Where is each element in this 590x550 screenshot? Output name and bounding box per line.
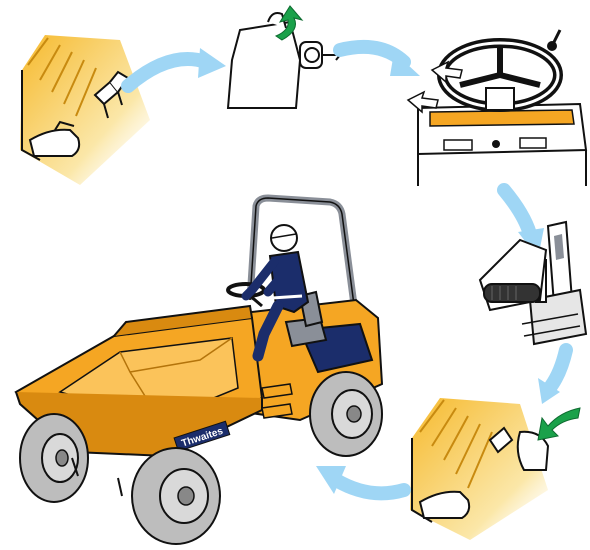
hand-rotating-key-icon — [226, 12, 342, 109]
steering-wheel-icon — [417, 29, 588, 186]
turn-left-arrow-icon — [430, 60, 463, 84]
step-ignition-key — [226, 5, 342, 109]
turn-right-arrow-icon — [406, 90, 439, 114]
press-green-arrow-icon — [537, 407, 581, 441]
foot-pedal-release-icon — [410, 398, 550, 540]
site-dumper-icon: Thwaites — [14, 194, 384, 545]
flow-arrow-3 — [497, 183, 537, 241]
step-steering — [406, 29, 588, 186]
flow-arrow-2-head — [390, 52, 420, 76]
operator-helmet — [270, 224, 298, 252]
gear-lever-icon — [478, 220, 588, 346]
flow-arrow-1-head — [198, 48, 226, 78]
site-dumper-illustration: Thwaites — [14, 194, 384, 545]
step-foot-release — [410, 398, 581, 540]
flow-arrow-5-head — [316, 466, 346, 494]
operator-figure — [241, 224, 310, 362]
flow-arrow-1 — [121, 52, 213, 93]
rotate-green-arrow-icon — [274, 5, 304, 41]
step-gear-select — [478, 220, 588, 346]
foot-pedal-icon — [20, 35, 150, 185]
flow-arrow-4 — [541, 343, 573, 397]
rear-wheel — [309, 371, 383, 457]
front-left-wheel — [19, 413, 89, 503]
flow-arrow-5 — [329, 473, 411, 501]
front-right-wheel — [131, 447, 221, 545]
step-foot-pedal — [20, 35, 150, 185]
flow-arrow-4-head — [538, 378, 560, 404]
